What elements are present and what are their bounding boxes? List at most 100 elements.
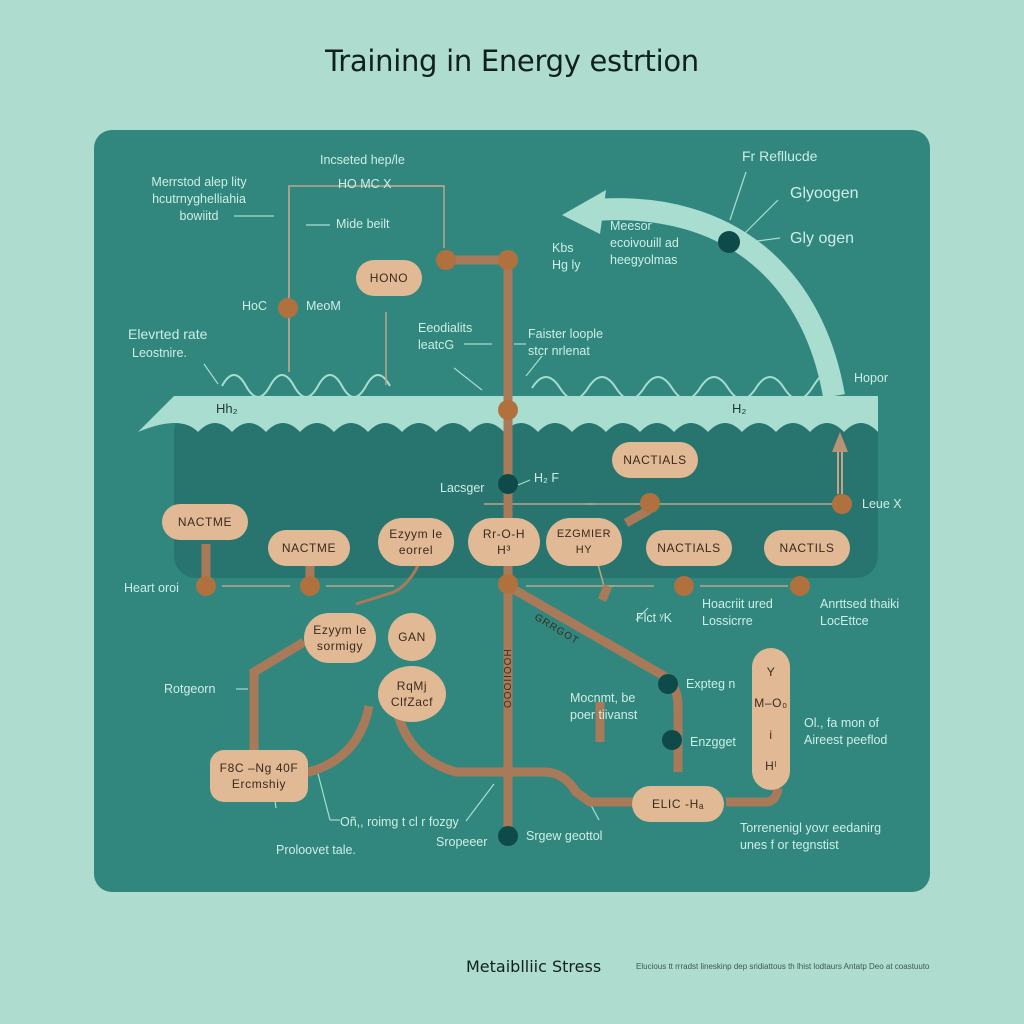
label-oth-roing: Oñ,, roimg t cl r fozgy <box>340 815 459 829</box>
label-line: Lossicrre <box>702 614 753 628</box>
node-dot-dark[interactable] <box>718 231 740 253</box>
node-line: H³ <box>497 543 511 557</box>
label-line: Aireest peeflod <box>804 733 888 747</box>
node-nactals-mid[interactable]: NACTIALS <box>646 530 732 566</box>
label-line: Eeodialits <box>418 321 473 335</box>
label-hopor: Hopor <box>854 371 889 385</box>
membrane-label-right: H₂ <box>732 401 747 416</box>
label-hbs: Kbs Hg ly <box>552 240 580 274</box>
node-line: Ezyym le <box>313 623 367 637</box>
node-nactals-top[interactable]: NACTIALS <box>612 442 698 478</box>
node-dot[interactable] <box>832 494 852 514</box>
node-dot[interactable] <box>498 250 518 270</box>
node-nactils[interactable]: NACTILS <box>764 530 850 566</box>
node-dot[interactable] <box>640 493 660 513</box>
label-srgew: Srgew geottol <box>526 829 603 843</box>
up-arrow-icon <box>832 432 848 452</box>
label-h-f: H₂ F <box>534 471 559 485</box>
node-dot-dark[interactable] <box>658 674 678 694</box>
label-line: Hoacriit ured <box>702 597 773 611</box>
label-sropeeer: Sropeeer <box>436 835 488 849</box>
label-glycogen-2: Gly ogen <box>790 230 855 247</box>
node-line: Ezyym le <box>389 527 443 541</box>
label-line: Meesor <box>610 219 652 233</box>
label-line: Hg ly <box>552 258 581 272</box>
node-nactme-1[interactable]: NACTME <box>162 504 248 540</box>
node-dot-dark[interactable] <box>662 730 682 750</box>
node-dot[interactable] <box>196 576 216 596</box>
label-line: heegyolmas <box>610 253 678 267</box>
label-line: Anrttsed thaiki <box>820 597 900 611</box>
node-line: Hˡ <box>765 759 777 774</box>
node-enzyme-1[interactable]: Ezyym le eorrel <box>378 518 454 566</box>
label-fr-reflucde: Fr Refllucde <box>742 148 818 164</box>
page-title: Training in Energy estrtion <box>325 44 699 78</box>
curved-arrow <box>593 198 845 398</box>
node-line: eorrel <box>398 543 434 557</box>
node-line: F8C –Nɡ 40F <box>219 761 299 775</box>
node-dot[interactable] <box>674 576 694 596</box>
label-line: Mocnmt, be <box>570 691 636 705</box>
label-faster: Faister loople stcr nrlenat <box>528 326 603 360</box>
label-meod: MeoM <box>306 299 341 313</box>
node-nactme-2[interactable]: NACTME <box>268 530 350 566</box>
node-enzymer[interactable]: EZGMIER HY <box>546 518 622 566</box>
label-line: LocEttce <box>820 614 869 628</box>
label-ecoda: Eeodialits leatcG <box>418 320 472 354</box>
node-dot[interactable] <box>436 250 456 270</box>
node-dot-dark[interactable] <box>498 474 518 494</box>
label-increased: Incseted hep/le <box>320 153 405 167</box>
label-elevated-sub: Leostnire. <box>132 346 187 360</box>
node-dot-dark[interactable] <box>498 826 518 846</box>
node-line: M–O₀ <box>754 696 788 711</box>
node-dot[interactable] <box>790 576 810 596</box>
node-vertical[interactable]: Y M–O₀ i Hˡ <box>752 648 790 790</box>
label-fict: Flct ʸK <box>636 611 672 625</box>
diagram-panel: Hh₂ H₂ Merrstod alep lity hcutrnyghellia… <box>94 130 930 892</box>
node-dot[interactable] <box>498 574 518 594</box>
label-glycogen-1: Glyoogen <box>790 185 859 202</box>
node-line: ClfZacf <box>390 695 434 709</box>
label-expleg: Expteg n <box>686 677 736 691</box>
node-enzyme-2[interactable]: Ezyym le sormigy <box>304 613 376 663</box>
footer-note: Elucious tt rrradst lineskinp dep sridia… <box>636 962 930 971</box>
label-line: bowiitd <box>179 209 219 223</box>
label-measor: Meesor ecoivouill ad heegyolmas <box>610 218 679 269</box>
label-line: Faister loople <box>528 327 604 341</box>
label-line: unes f or tegnstist <box>740 838 839 852</box>
node-dot[interactable] <box>278 298 298 318</box>
node-rqm[interactable]: RqMj ClfZacf <box>378 666 446 722</box>
node-line: Ercmshiy <box>231 777 287 791</box>
node-elic[interactable]: ELIC -Hₐ <box>632 786 724 822</box>
label-ho-mc-x: HO MC X <box>338 177 392 191</box>
label-elevated-rate: Elevrted rate <box>128 326 208 342</box>
node-dot[interactable] <box>498 400 518 420</box>
arrowhead-icon <box>562 190 606 234</box>
label-olt-famon: Ol., fa mon of Aireest peeflod <box>804 715 887 749</box>
node-line: HY <box>575 544 593 556</box>
label-mide-bolt: Mide beilt <box>336 217 390 231</box>
node-line: RqMj <box>396 679 428 693</box>
label-line: poer tiivanst <box>570 708 638 722</box>
label-heacrit: Hoacriit ured Lossicrre <box>702 596 773 630</box>
label-line: Torrenenigl yovr eedanirg <box>740 821 882 835</box>
node-fac[interactable]: F8C –Nɡ 40F Ercmshiy <box>210 750 308 802</box>
label-line: stcr nrlenat <box>528 344 590 358</box>
label-heart-orot: Heart oroi <box>124 581 179 595</box>
label-moonmi: Mocnmt, be poer tiivanst <box>570 690 637 724</box>
label-line: leatcG <box>418 338 455 352</box>
label-line: ecoivouill ad <box>610 236 679 250</box>
label-line: Kbs <box>552 241 574 255</box>
node-line: EZGMIER <box>556 528 612 540</box>
label-proloovet: Proloovet tale. <box>276 843 356 857</box>
node-rroh[interactable]: Rr-O-H H³ <box>468 518 540 566</box>
node-dot[interactable] <box>300 576 320 596</box>
label-engget: Enzgget <box>690 735 736 749</box>
label-anritsed: Anrttsed thaiki LocEttce <box>820 596 899 630</box>
label-leue-x: Leue X <box>862 497 902 511</box>
label-torrenenigl: Torrenenigl yovr eedanirg unes f or tegn… <box>740 820 881 854</box>
node-gan[interactable]: GAN <box>388 613 436 661</box>
node-hono[interactable]: HONO <box>356 260 422 296</box>
pathway-text-vertical: OOOIIOOH <box>503 648 514 708</box>
label-lacsger: Lacsger <box>440 481 485 495</box>
